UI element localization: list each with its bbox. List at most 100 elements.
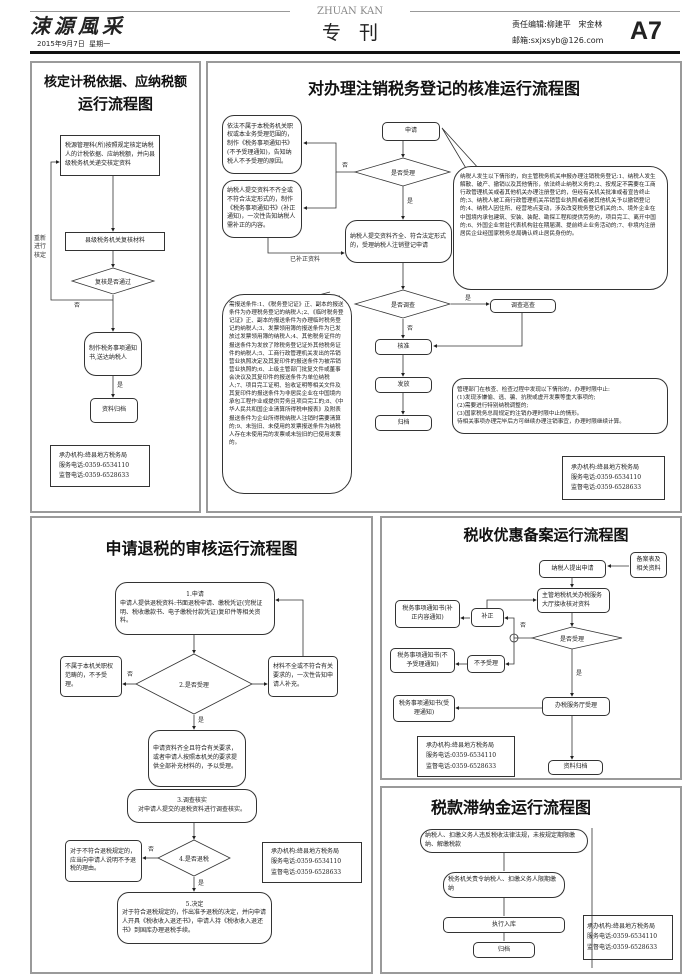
no-label: 否 (342, 162, 349, 169)
contact-org: 承办机构:绛县地方税务局 (59, 451, 128, 459)
contact-info: 承办机构:绛县地方税务局 服务电话:0359-6534110 监督电话:0359… (583, 915, 673, 960)
contact-supervise-phone: 监督电话:0359-6528633 (426, 762, 497, 770)
flow-step: 对于不符合退税规定的，应当向申请人说明不予退税的理由。 (65, 840, 142, 882)
flow-step: 办税服务厅受理 (542, 697, 610, 716)
flow-step: 不予受理 (467, 655, 505, 673)
decision-accept-refund (135, 653, 253, 715)
panel-title: 对办理注销税务登记的核准运行流程图 (307, 79, 580, 98)
flow-step: 申请 (382, 122, 440, 141)
contact-info: 承办机构:绛县地方税务局 服务电话:0359-6534110 监督电话:0359… (262, 842, 362, 883)
loop-label: 重新进行核定 (34, 235, 47, 259)
supplement-label: 已补正资料 (290, 256, 321, 263)
flow-step: 纳税人、扣缴义务人违反税收法律法规，未按规定期限缴纳、解缴税款 (420, 829, 588, 853)
decision-accept (353, 157, 452, 187)
decision-label: 复核是否通过 (94, 278, 131, 286)
flow-step: 备案表及相关资料 (630, 552, 667, 578)
no-label: 否 (520, 622, 527, 629)
contact-org: 承办机构:绛县地方税务局 (587, 923, 656, 931)
yes-label: 是 (407, 198, 414, 205)
yes-label: 是 (576, 670, 583, 677)
masthead-logo: 涑源風采 (30, 14, 126, 38)
flow-step-investigate: 3.调查核实 对申请人提交的退税资料进行调查核实。 (127, 789, 257, 823)
contact-org: 承办机构:绛县地方税务局 (426, 742, 495, 750)
no-label: 否 (407, 325, 414, 332)
contact-service-phone: 服务电话:0359-6534110 (271, 858, 342, 866)
flow-step: 纳税人提出申请 (539, 560, 606, 578)
panel-title: 申请退税的审核运行流程图 (105, 539, 298, 558)
flow-step: 税务事项通知书(受理通知) (393, 695, 455, 722)
contact-org: 承办机构:绛县地方税务局 (571, 463, 640, 471)
flow-step: 核准 (375, 339, 432, 355)
contact-org: 承办机构:绛县地方税务局 (271, 848, 340, 856)
callout-deregistration-conditions: 纳税人发生以下情形的，向主管税务机关申报办理注销税务登记:1、纳税人发生解散、破… (453, 166, 668, 290)
flow-step: 发放 (375, 377, 432, 393)
no-label: 否 (148, 846, 155, 853)
contact-service-phone: 服务电话:0359-6534110 (426, 752, 497, 760)
decision-label: 4.是否退税 (179, 855, 209, 863)
section-name: 专 刊 (321, 22, 379, 44)
yes-label: 是 (117, 382, 124, 389)
step-text: 对申请人提交的退税资料进行调查核实。 (137, 806, 246, 813)
header: 涑源風采 2015年9月7日 星期一 ZHUAN KAN 专 刊 责任编辑:柳建… (0, 0, 700, 56)
step-text: 申请人提供退税资料:书面退税申请、缴税凭证(完税证明、税收缴款书、电子缴税付款凭… (120, 599, 263, 625)
panel-title: 运行流程图 (77, 95, 153, 113)
flow-step-apply: 1.申请 申请人提供退税资料:书面退税申请、缴税凭证(完税证明、税收缴款书、电子… (115, 582, 275, 635)
no-label: 否 (127, 671, 134, 678)
contact-supervise-phone: 监督电话:0359-6528633 (271, 868, 342, 876)
decision-label: 是否受理 (559, 635, 584, 643)
decision-investigate (353, 289, 452, 319)
step-title: 3.调查核实 (177, 797, 207, 805)
panel-title: 核定计税依据、应纳税额 (43, 75, 187, 90)
no-label: 否 (74, 302, 81, 309)
flow-step: 纳税人提交资料齐全、符合法定形式的，受理纳税人注销登记申请 (345, 220, 452, 263)
flow-step: 税源管理科(所)按照规定核定纳税人的计税依据、应纳税额，并向县级税务机关递交核定… (60, 135, 160, 176)
contact-supervise-phone: 监督电话:0359-6528633 (587, 943, 658, 951)
flow-step: 纳税人提交资料不齐全或不符合法定形式的，制作《税务事项通知书》(补正通知)，一次… (222, 180, 302, 238)
flow-step: 税务事项通知书(不予受理通知) (390, 648, 455, 673)
flow-step: 县级税务机关复核材料 (65, 232, 165, 251)
callout-required-documents: 需报送条件:1、《税务登记证》正、副本的报送条件为办理税务登记的纳税人;2、《临… (222, 294, 352, 494)
contact-info: 承办机构:绛县地方税务局 服务电话:0359-6534110 监督电话:0359… (50, 445, 150, 487)
yes-label: 是 (465, 295, 472, 302)
step-title: 5.决定 (185, 900, 204, 908)
decision-label: 是否调查 (390, 301, 415, 309)
note-line: (2)需要进行特别纳税调整的; (457, 402, 529, 409)
email: 邮箱:sxjxsyb@126.com (512, 36, 604, 45)
page-number: A7 (630, 17, 662, 45)
flow-step: 归档 (375, 415, 432, 431)
decision-label: 2.是否受理 (179, 681, 209, 689)
note-line: 待相关事项办理完毕后方可继续办理注销事宜，办理时限继续计算。 (457, 419, 625, 426)
yes-label: 是 (198, 880, 205, 887)
contact-supervise-phone: 监督电话:0359-6528633 (59, 472, 130, 480)
flow-step: 依法不属于本税务机关职权或本业务受理范围的，制作《税务事项通知书》(不予受理通知… (222, 115, 302, 174)
contact-service-phone: 服务电话:0359-6534110 (59, 461, 130, 469)
flow-step: 税务机关责令纳税人、扣缴义务人限期缴纳 (443, 872, 565, 898)
step-text: 对于符合退税规定的，作出准予退税的决定，并向申请人开具《税收收入退还书》，申请人… (122, 909, 267, 934)
flow-step: 资料归档 (548, 760, 603, 775)
flow-step: 不属于本机关职权范畴的，不予受理。 (60, 656, 122, 697)
section-name-en: ZHUAN KAN (300, 6, 400, 18)
decision-label: 是否受理 (390, 169, 415, 177)
note-line: 管理部门在核查、检查过程中发现以下情形的，办理时限中止: (457, 386, 610, 393)
flow-step: 调查巡查 (490, 299, 556, 313)
decision-accept-incentive (530, 626, 623, 650)
flow-step: 材料不全或不符合有关要求的，一次性告知申请人补充。 (268, 656, 338, 697)
flow-step-decision: 5.决定 对于符合退税规定的，作出准予退税的决定，并向申请人开具《税收收入退还书… (117, 892, 272, 944)
panel-title: 税款滞纳金运行流程图 (430, 798, 591, 817)
contact-info: 承办机构:绛县地方税务局 服务电话:0359-6534110 监督电话:0359… (417, 736, 515, 777)
flow-step: 制作税务事项通知书,送达纳税人 (84, 332, 142, 376)
step-title: 1.申请 (186, 591, 204, 599)
contact-service-phone: 服务电话:0359-6534110 (571, 473, 642, 481)
panel-title: 税收优惠备案运行流程图 (463, 526, 629, 544)
flow-step: 税务事项通知书(补正内容通知) (395, 600, 460, 628)
decision-review-passed (70, 267, 156, 295)
flow-step: 资料归档 (90, 398, 138, 423)
flow-step: 申请资料齐全且符合有关要求，或者申请人按照本机关的要求提供全部补充材料的，予以受… (148, 730, 246, 787)
yes-label: 是 (198, 717, 205, 724)
editors: 责任编辑:柳建平 宋金林 (512, 20, 603, 29)
flow-step: 执行入库 (443, 917, 565, 933)
flow-step: 归档 (473, 942, 535, 958)
contact-service-phone: 服务电话:0359-6534110 (587, 933, 658, 941)
issue-date: 2015年9月7日 星期一 (37, 40, 111, 48)
